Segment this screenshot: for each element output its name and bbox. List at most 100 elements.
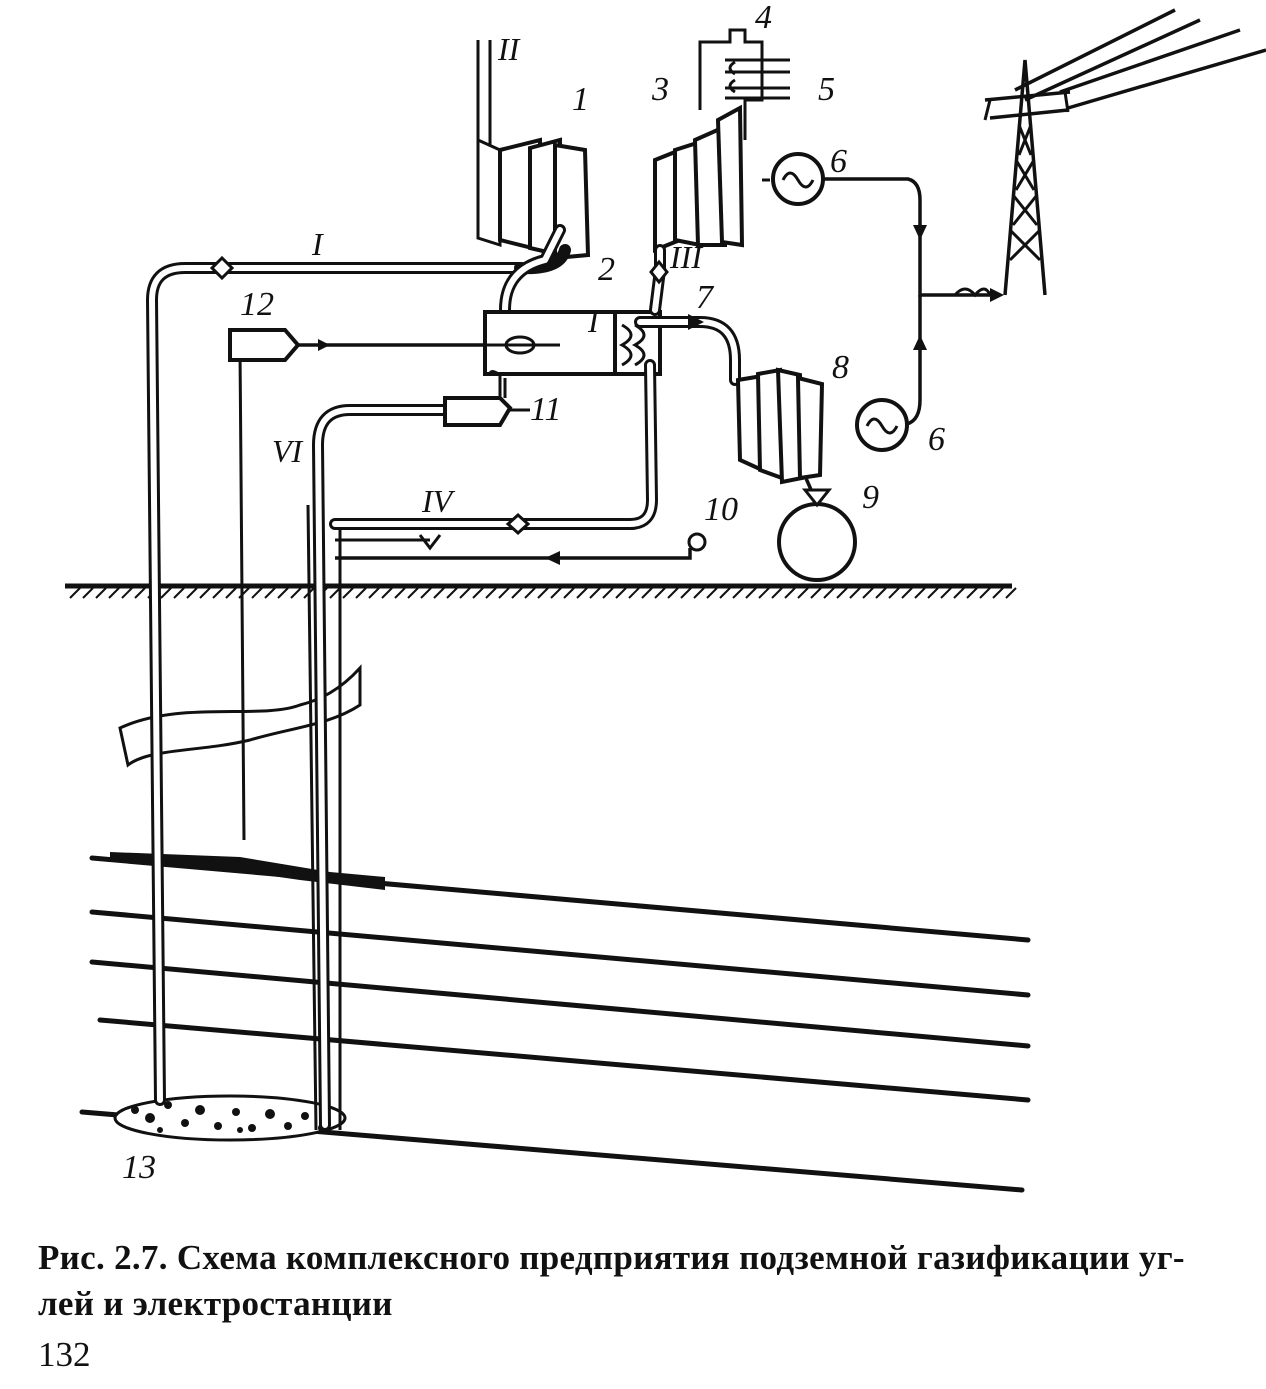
seam-line <box>89 909 1031 998</box>
ground-hatch <box>732 587 744 599</box>
ground-hatch <box>602 587 614 599</box>
generator-6-bottom <box>855 398 909 452</box>
label-8: 8 <box>832 349 849 386</box>
ground-hatch <box>563 587 575 599</box>
label-1: 1 <box>572 81 589 118</box>
ground-hatch <box>992 587 1004 599</box>
ground-hatch <box>927 587 939 599</box>
label-2: 2 <box>598 251 615 288</box>
ground-hatch <box>121 587 133 599</box>
labels: II 1 3 4 5 6 6 I 2 I III 7 12 11 8 VI IV… <box>122 0 945 1186</box>
page-number: 132 <box>38 1335 91 1374</box>
ground-hatch <box>420 587 432 599</box>
ground-hatch <box>914 587 926 599</box>
ground-hatch <box>407 587 419 599</box>
label-9: 9 <box>862 479 879 516</box>
ground-hatch <box>355 587 367 599</box>
ground-hatch <box>290 587 302 599</box>
ground-hatch <box>823 587 835 599</box>
ground-hatch <box>433 587 445 599</box>
gasification-zone <box>113 1094 347 1142</box>
ground-hatch <box>576 587 588 599</box>
turbine-1 <box>476 40 591 316</box>
label-II: II <box>497 31 521 67</box>
ground-hatch <box>342 587 354 599</box>
ground-hatch <box>966 587 978 599</box>
ground-hatch <box>693 587 705 599</box>
ground-hatch <box>472 587 484 599</box>
label-10: 10 <box>704 491 738 528</box>
ground-hatch <box>69 587 81 599</box>
transmission-tower-icon <box>983 8 1266 296</box>
ground-hatch <box>615 587 627 599</box>
label-11: 11 <box>530 391 561 428</box>
ground-hatch <box>940 587 952 599</box>
line-IV <box>329 359 692 565</box>
label-5: 5 <box>818 71 835 108</box>
ground-hatch <box>186 587 198 599</box>
ground-hatch <box>381 587 393 599</box>
pump-10 <box>687 532 707 552</box>
ground-hatch <box>459 587 471 599</box>
ground-hatch <box>953 587 965 599</box>
ground-hatch <box>95 587 107 599</box>
ground-hatch <box>654 587 666 599</box>
ground-hatch <box>875 587 887 599</box>
pipe-to-turbine-8 <box>634 314 741 386</box>
valve-icon <box>209 255 235 281</box>
pipe-I <box>209 255 235 281</box>
ground-hatch <box>394 587 406 599</box>
ground-hatch <box>537 587 549 599</box>
ground-hatch <box>108 587 120 599</box>
ground-hatch <box>550 587 562 599</box>
label-7: 7 <box>696 279 715 316</box>
label-12: 12 <box>240 286 274 323</box>
tank-9 <box>777 488 857 582</box>
label-6-bottom: 6 <box>928 421 945 458</box>
ground-hatch <box>667 587 679 599</box>
unit-11 <box>443 370 530 427</box>
seam-line <box>97 1017 1031 1103</box>
ground-hatch <box>212 587 224 599</box>
ground-hatch <box>225 587 237 599</box>
ground-hatch <box>446 587 458 599</box>
ground-hatch <box>264 587 276 599</box>
ground-hatch <box>1005 587 1017 599</box>
gasification-scheme-diagram: II 1 3 4 5 6 6 I 2 I III 7 12 11 8 VI IV… <box>65 0 1266 1193</box>
ground-hatch <box>277 587 289 599</box>
ground-hatch <box>134 587 146 599</box>
sine-wave-icon <box>781 171 815 189</box>
ground-hatch <box>199 587 211 599</box>
ground-hatch <box>251 587 263 599</box>
sine-wave-icon <box>865 417 899 435</box>
label-I-pipe: I <box>311 226 324 262</box>
ground-hatch <box>368 587 380 599</box>
ground-hatch <box>680 587 692 599</box>
label-I-chamber: I <box>587 303 600 339</box>
ground-hatch <box>173 587 185 599</box>
ground-hatch <box>628 587 640 599</box>
ground-hatch <box>758 587 770 599</box>
ground-hatch <box>641 587 653 599</box>
ground-hatch <box>836 587 848 599</box>
ground-hatch <box>524 587 536 599</box>
turbine-3 <box>649 28 790 316</box>
boreholes <box>146 262 526 1131</box>
ground-hatch <box>498 587 510 599</box>
ground-hatch <box>82 587 94 599</box>
ground-hatch <box>719 587 731 599</box>
ground-hatch <box>784 587 796 599</box>
ground-hatch <box>511 587 523 599</box>
figure-caption: Рис. 2.7. Схема комплексного предприятия… <box>38 1238 1185 1323</box>
ground-hatch <box>745 587 757 599</box>
ground-hatch <box>810 587 822 599</box>
label-3: 3 <box>651 71 669 108</box>
break-band <box>118 664 362 768</box>
ground-hatch <box>979 587 991 599</box>
ground-hatch <box>862 587 874 599</box>
ground-hatch <box>771 587 783 599</box>
ground-hatch <box>160 587 172 599</box>
ground-surface <box>65 583 1017 599</box>
label-6-top: 6 <box>830 143 847 180</box>
power-wiring <box>823 177 1004 426</box>
